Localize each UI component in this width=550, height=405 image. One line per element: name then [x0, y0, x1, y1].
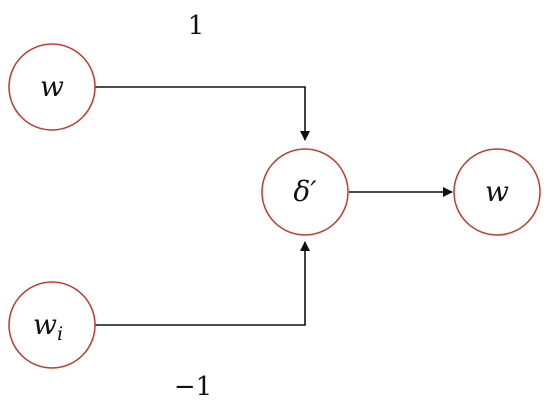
- node-input-bottom: wi: [8, 281, 96, 369]
- bottom-weight-label: −1: [174, 372, 212, 402]
- node-input-bottom-subscript: i: [57, 323, 63, 345]
- edge-top-to-center: [95, 86, 310, 141]
- top-weight-label: 1: [188, 11, 205, 41]
- edge-bottom-to-center: [95, 241, 310, 326]
- node-output-label: w: [485, 175, 509, 208]
- node-input-bottom-label: wi: [33, 308, 63, 345]
- node-center-label: δ′: [293, 175, 317, 208]
- node-input-top-label: w: [40, 70, 64, 103]
- node-output: w: [453, 148, 541, 236]
- node-input-top: w: [8, 43, 96, 131]
- node-center: δ′: [261, 148, 349, 236]
